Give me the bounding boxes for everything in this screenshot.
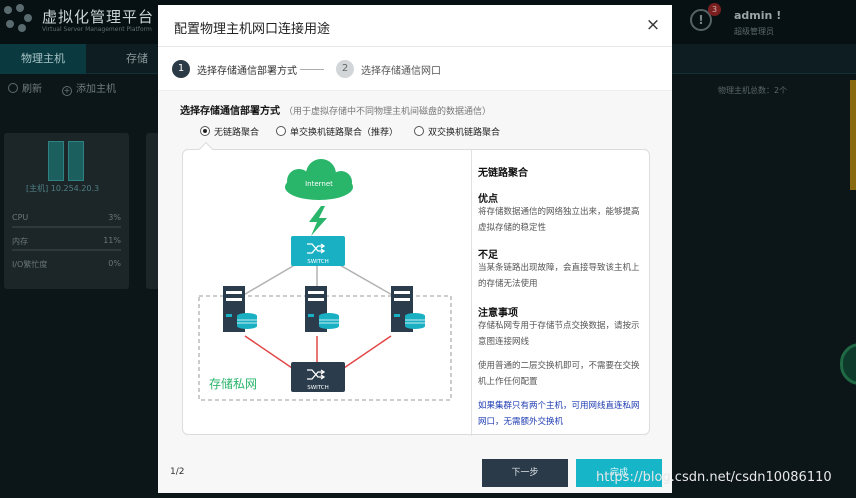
- alert-icon[interactable]: !: [690, 9, 712, 31]
- alert-count-badge: 3: [708, 3, 721, 16]
- floating-action-button[interactable]: [840, 343, 856, 385]
- watermark: https://blog.csdn.net/csdn10086110: [596, 470, 832, 485]
- private-network-label: 存储私网: [209, 376, 257, 391]
- option-label: 单交换机链路聚合（推荐）: [290, 128, 399, 138]
- dialog-title: 配置物理主机网口连接用途: [174, 22, 331, 37]
- switch-icon: [291, 236, 345, 266]
- network-diagram: Internet SWITCH: [198, 159, 452, 401]
- close-icon[interactable]: ×: [645, 15, 661, 35]
- internet-label: Internet: [305, 180, 333, 188]
- complete-button[interactable]: 完成: [576, 459, 662, 487]
- host-count: 物理主机总数：2个: [718, 86, 788, 95]
- step-connector: [300, 69, 324, 70]
- server-icon: [391, 286, 425, 332]
- add-host-button[interactable]: + 添加主机: [62, 80, 116, 96]
- refresh-icon: [8, 83, 18, 93]
- option-label: 无链路聚合: [214, 128, 260, 138]
- toolbar: 刷新 + 添加主机: [0, 76, 856, 102]
- disadvantage-heading: 不足: [478, 250, 498, 261]
- notes-text: 存储私网专用于存储节点交换数据，请按示意图连接网线: [478, 321, 640, 347]
- option-info-pane: 无链路聚合 优点 将存储数据通信的网络独立出来，能够提高虚拟存储的稳定性 不足 …: [471, 150, 651, 436]
- notes-text: 使用普通的二层交换机即可，不需要在交换机上作任何配置: [478, 361, 640, 387]
- step-2-number: 2: [336, 60, 354, 78]
- server-icon: [305, 286, 339, 332]
- link-red: [340, 335, 392, 371]
- metric-cpu-value: 3%: [108, 213, 121, 222]
- metric-cpu-bar: [12, 226, 121, 228]
- server-icon: [48, 141, 86, 181]
- app-subtitle: Virtual Server Management Platform: [42, 26, 152, 33]
- step-1-number: 1: [172, 60, 190, 78]
- link-red: [244, 335, 296, 371]
- advantage-heading: 优点: [478, 194, 498, 205]
- internet-cloud-icon: [285, 159, 353, 200]
- info-title: 无链路聚合: [478, 168, 528, 179]
- radio-unchecked-icon[interactable]: [414, 126, 424, 136]
- server-icon: [223, 286, 257, 332]
- radio-checked-icon[interactable]: [200, 126, 210, 136]
- dialog-header: 配置物理主机网口连接用途 ×: [158, 5, 672, 47]
- switch-label: SWITCH: [307, 385, 329, 391]
- section-title: 选择存储通信部署方式 （用于虚拟存储中不同物理主机间磁盘的数据通信）: [180, 102, 491, 117]
- option-label: 双交换机链路聚合: [428, 128, 501, 138]
- add-host-label: 添加主机: [76, 84, 116, 95]
- metric-io-label: I/O繁忙度: [12, 260, 48, 269]
- advantage-text: 将存储数据通信的网络独立出来，能够提高虚拟存储的稳定性: [478, 207, 640, 233]
- step-1-label: 选择存储通信部署方式: [197, 66, 297, 77]
- direct-connect-note: 如果集群只有两个主机，可用网线直连私网网口，无需额外交换机: [478, 401, 640, 427]
- app-title: 虚拟化管理平台: [42, 8, 155, 26]
- metric-io-value: 0%: [108, 259, 121, 268]
- section-hint: （用于虚拟存储中不同物理主机间磁盘的数据通信）: [284, 107, 492, 117]
- lightning-icon: [309, 206, 327, 236]
- section-title-text: 选择存储通信部署方式: [180, 106, 280, 117]
- step-indicator: 1 选择存储通信部署方式 2 选择存储通信网口: [158, 47, 672, 91]
- metric-memory-value: 11%: [103, 236, 121, 245]
- page-indicator: 1/2: [170, 467, 185, 477]
- switch-label: SWITCH: [307, 259, 329, 265]
- step-2-label: 选择存储通信网口: [361, 66, 441, 77]
- metric-cpu-label: CPU: [12, 213, 29, 222]
- config-dialog: 配置物理主机网口连接用途 × 1 选择存储通信部署方式 2 选择存储通信网口 选…: [158, 5, 672, 493]
- refresh-button[interactable]: 刷新: [8, 80, 42, 95]
- host-card[interactable]: [主机] 10.254.20.3 CPU 3% 内存 11% I/O繁忙度 0%: [4, 133, 129, 289]
- host-name: [主机] 10.254.20.3: [26, 184, 100, 193]
- user-name[interactable]: admin !: [734, 9, 782, 22]
- disadvantage-text: 当某条链路出现故障，会直接导致该主机上的存储无法使用: [478, 263, 640, 289]
- logo-icon: [2, 4, 34, 34]
- radio-unchecked-icon[interactable]: [276, 126, 286, 136]
- refresh-label: 刷新: [22, 84, 42, 95]
- host-card[interactable]: [146, 133, 158, 289]
- tab-physical-hosts[interactable]: 物理主机: [0, 44, 86, 74]
- tab-storage[interactable]: 存储: [126, 52, 148, 65]
- user-role: 超级管理员: [734, 27, 774, 36]
- next-button[interactable]: 下一步: [482, 459, 568, 487]
- add-icon: +: [62, 86, 72, 96]
- switch-icon: [291, 362, 345, 392]
- metric-memory-label: 内存: [12, 237, 28, 246]
- dialog-footer: 1/2 下一步 完成: [158, 451, 672, 493]
- side-panel-tab[interactable]: [850, 80, 856, 190]
- metric-memory-bar: [12, 249, 121, 251]
- notes-heading: 注意事项: [478, 308, 518, 319]
- option-detail-panel: Internet SWITCH: [182, 141, 651, 436]
